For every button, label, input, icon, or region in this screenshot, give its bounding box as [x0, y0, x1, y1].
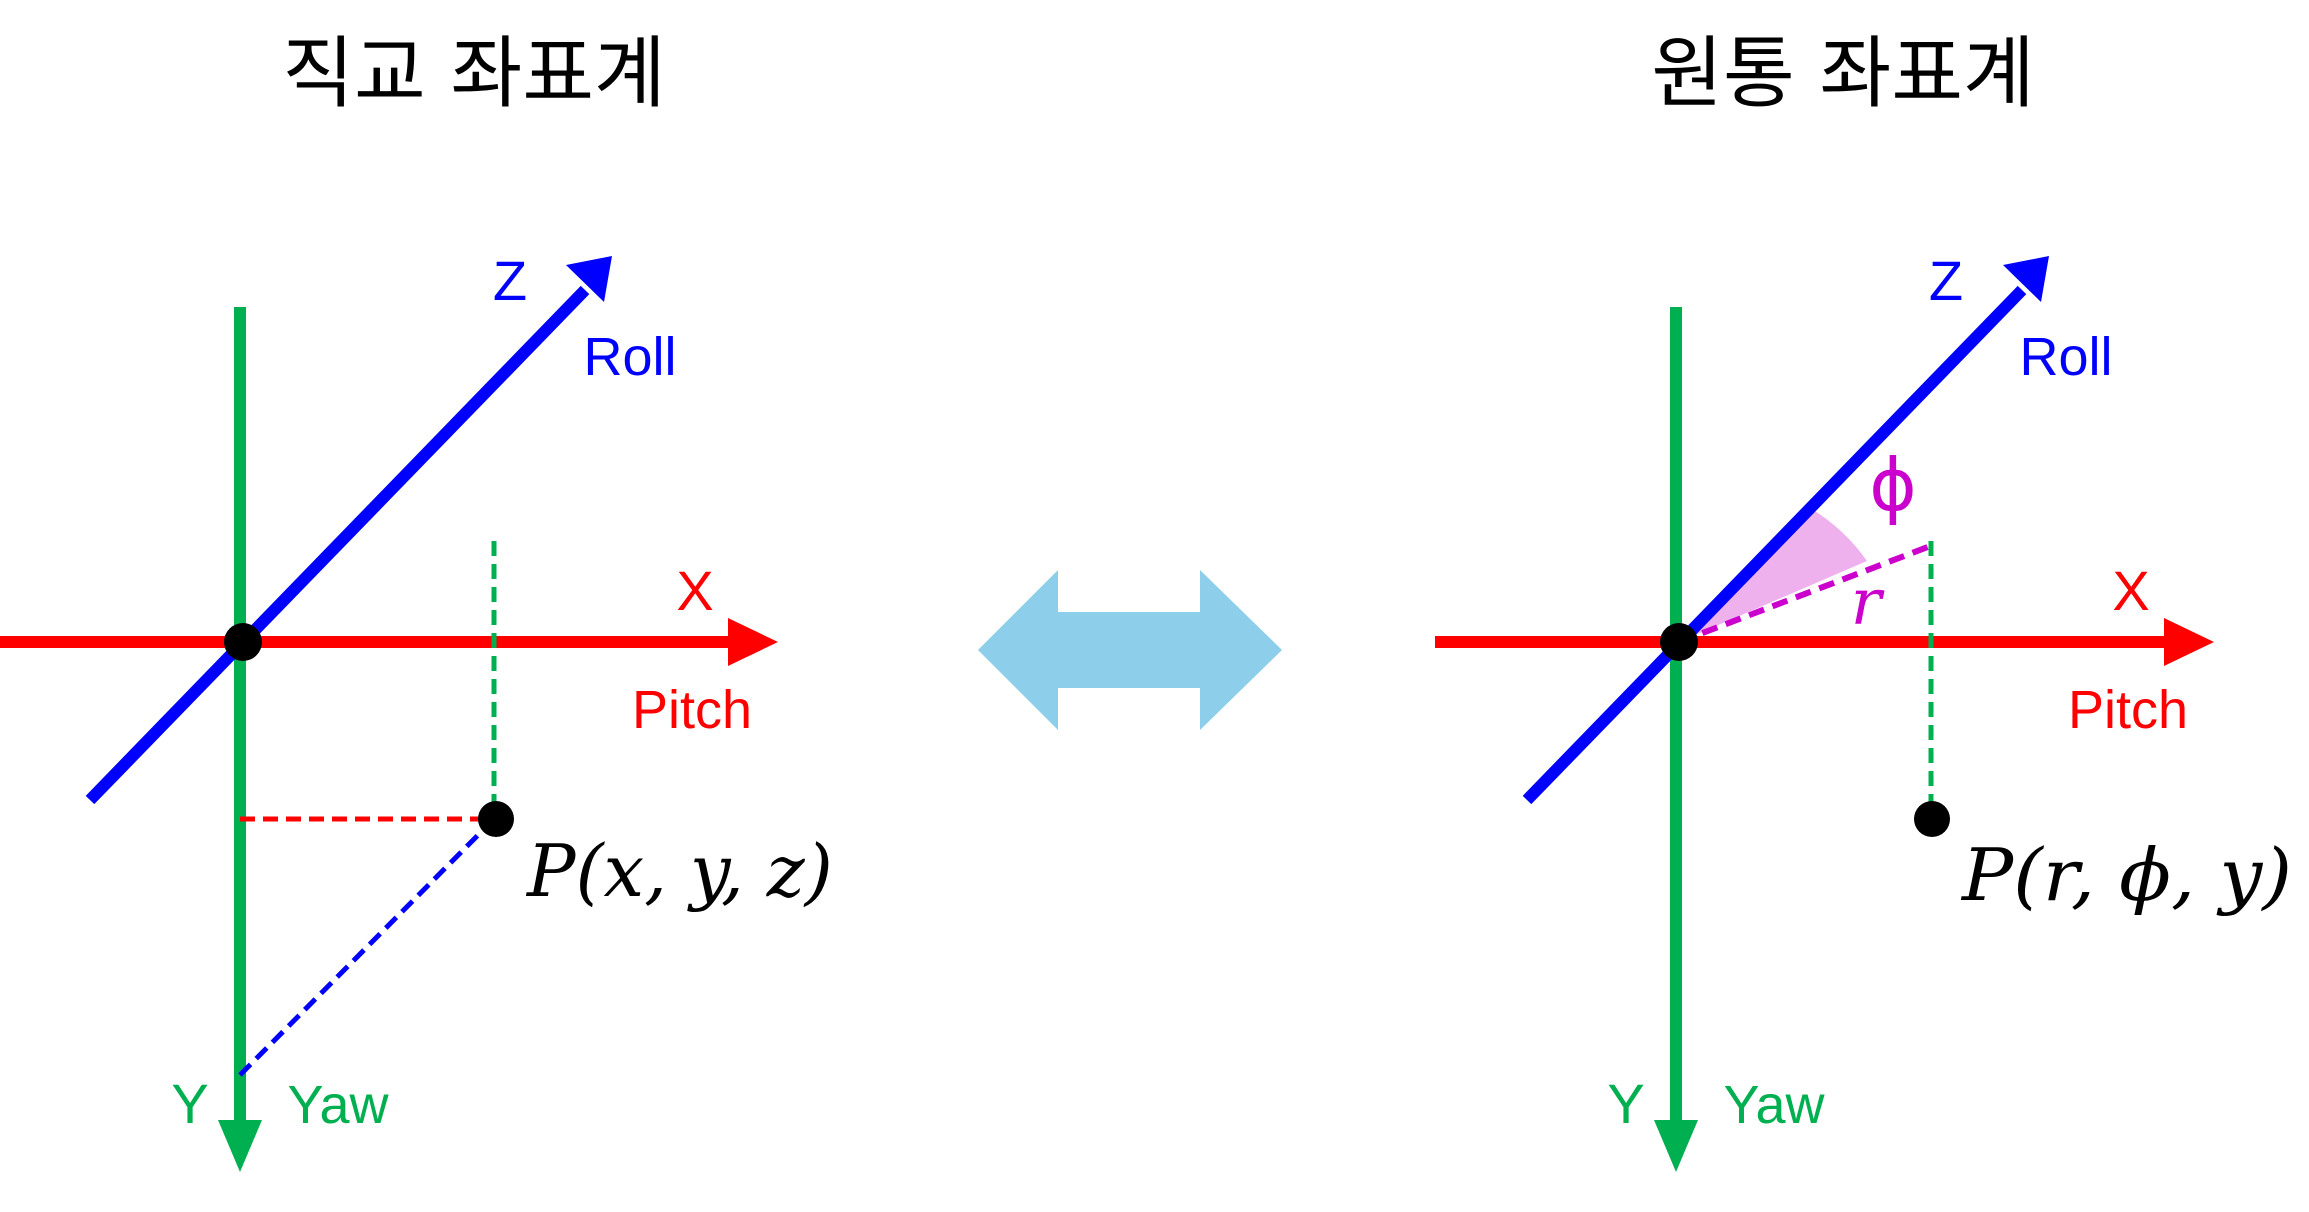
cartesian-z-axis-line	[85, 285, 590, 805]
cartesian-x-axis-arrowhead	[728, 618, 778, 666]
cylindrical-roll-label: Roll	[2019, 327, 2112, 387]
cartesian-z-letter: Z	[493, 249, 527, 312]
cartesian-y-axis-arrowhead	[218, 1120, 262, 1172]
cylindrical-panel: 원통 좌표계 ϕ r Z Roll X Pitch Y Yaw P(r, ϕ, …	[1435, 29, 2292, 1172]
cartesian-y-letter: Y	[171, 1072, 208, 1135]
cartesian-z-projection-dashed	[238, 817, 496, 1077]
phi-angle-wedge	[1679, 508, 1867, 642]
cylindrical-z-letter: Z	[1929, 249, 1963, 312]
cylindrical-z-axis-arrowhead	[2003, 256, 2049, 302]
radius-label: r	[1851, 566, 1885, 640]
cylindrical-title: 원통 좌표계	[1651, 29, 2035, 119]
cylindrical-x-letter: X	[2112, 559, 2149, 622]
cartesian-title: 직교 좌표계	[282, 29, 666, 119]
cylindrical-y-letter: Y	[1607, 1072, 1644, 1135]
phi-label: ϕ	[1869, 443, 1917, 527]
cylindrical-y-axis-arrowhead	[1654, 1120, 1698, 1172]
cartesian-panel: 직교 좌표계 Z Roll X Pitch Y Yaw P(x, y, z)	[0, 29, 833, 1172]
cylindrical-yaw-label: Yaw	[1723, 1075, 1825, 1135]
cartesian-point-label: P(x, y, z)	[525, 829, 833, 913]
cylindrical-z-axis-line	[1522, 285, 2027, 805]
cartesian-z-axis-arrowhead	[566, 256, 612, 302]
cartesian-origin-dot	[224, 623, 262, 661]
cartesian-x-letter: X	[676, 559, 713, 622]
cylindrical-origin-dot	[1660, 623, 1698, 661]
cylindrical-pitch-label: Pitch	[2068, 680, 2188, 740]
cartesian-pitch-label: Pitch	[632, 680, 752, 740]
cartesian-yaw-label: Yaw	[287, 1075, 389, 1135]
radius-dashed-line	[1677, 542, 1935, 645]
double-headed-arrow-icon	[978, 570, 1282, 730]
cylindrical-point-dot	[1914, 801, 1950, 837]
cartesian-point-dot	[478, 801, 514, 837]
cartesian-roll-label: Roll	[583, 327, 676, 387]
cylindrical-x-axis-arrowhead	[2164, 618, 2214, 666]
cylindrical-point-label: P(r, ϕ, y)	[1960, 833, 2292, 917]
